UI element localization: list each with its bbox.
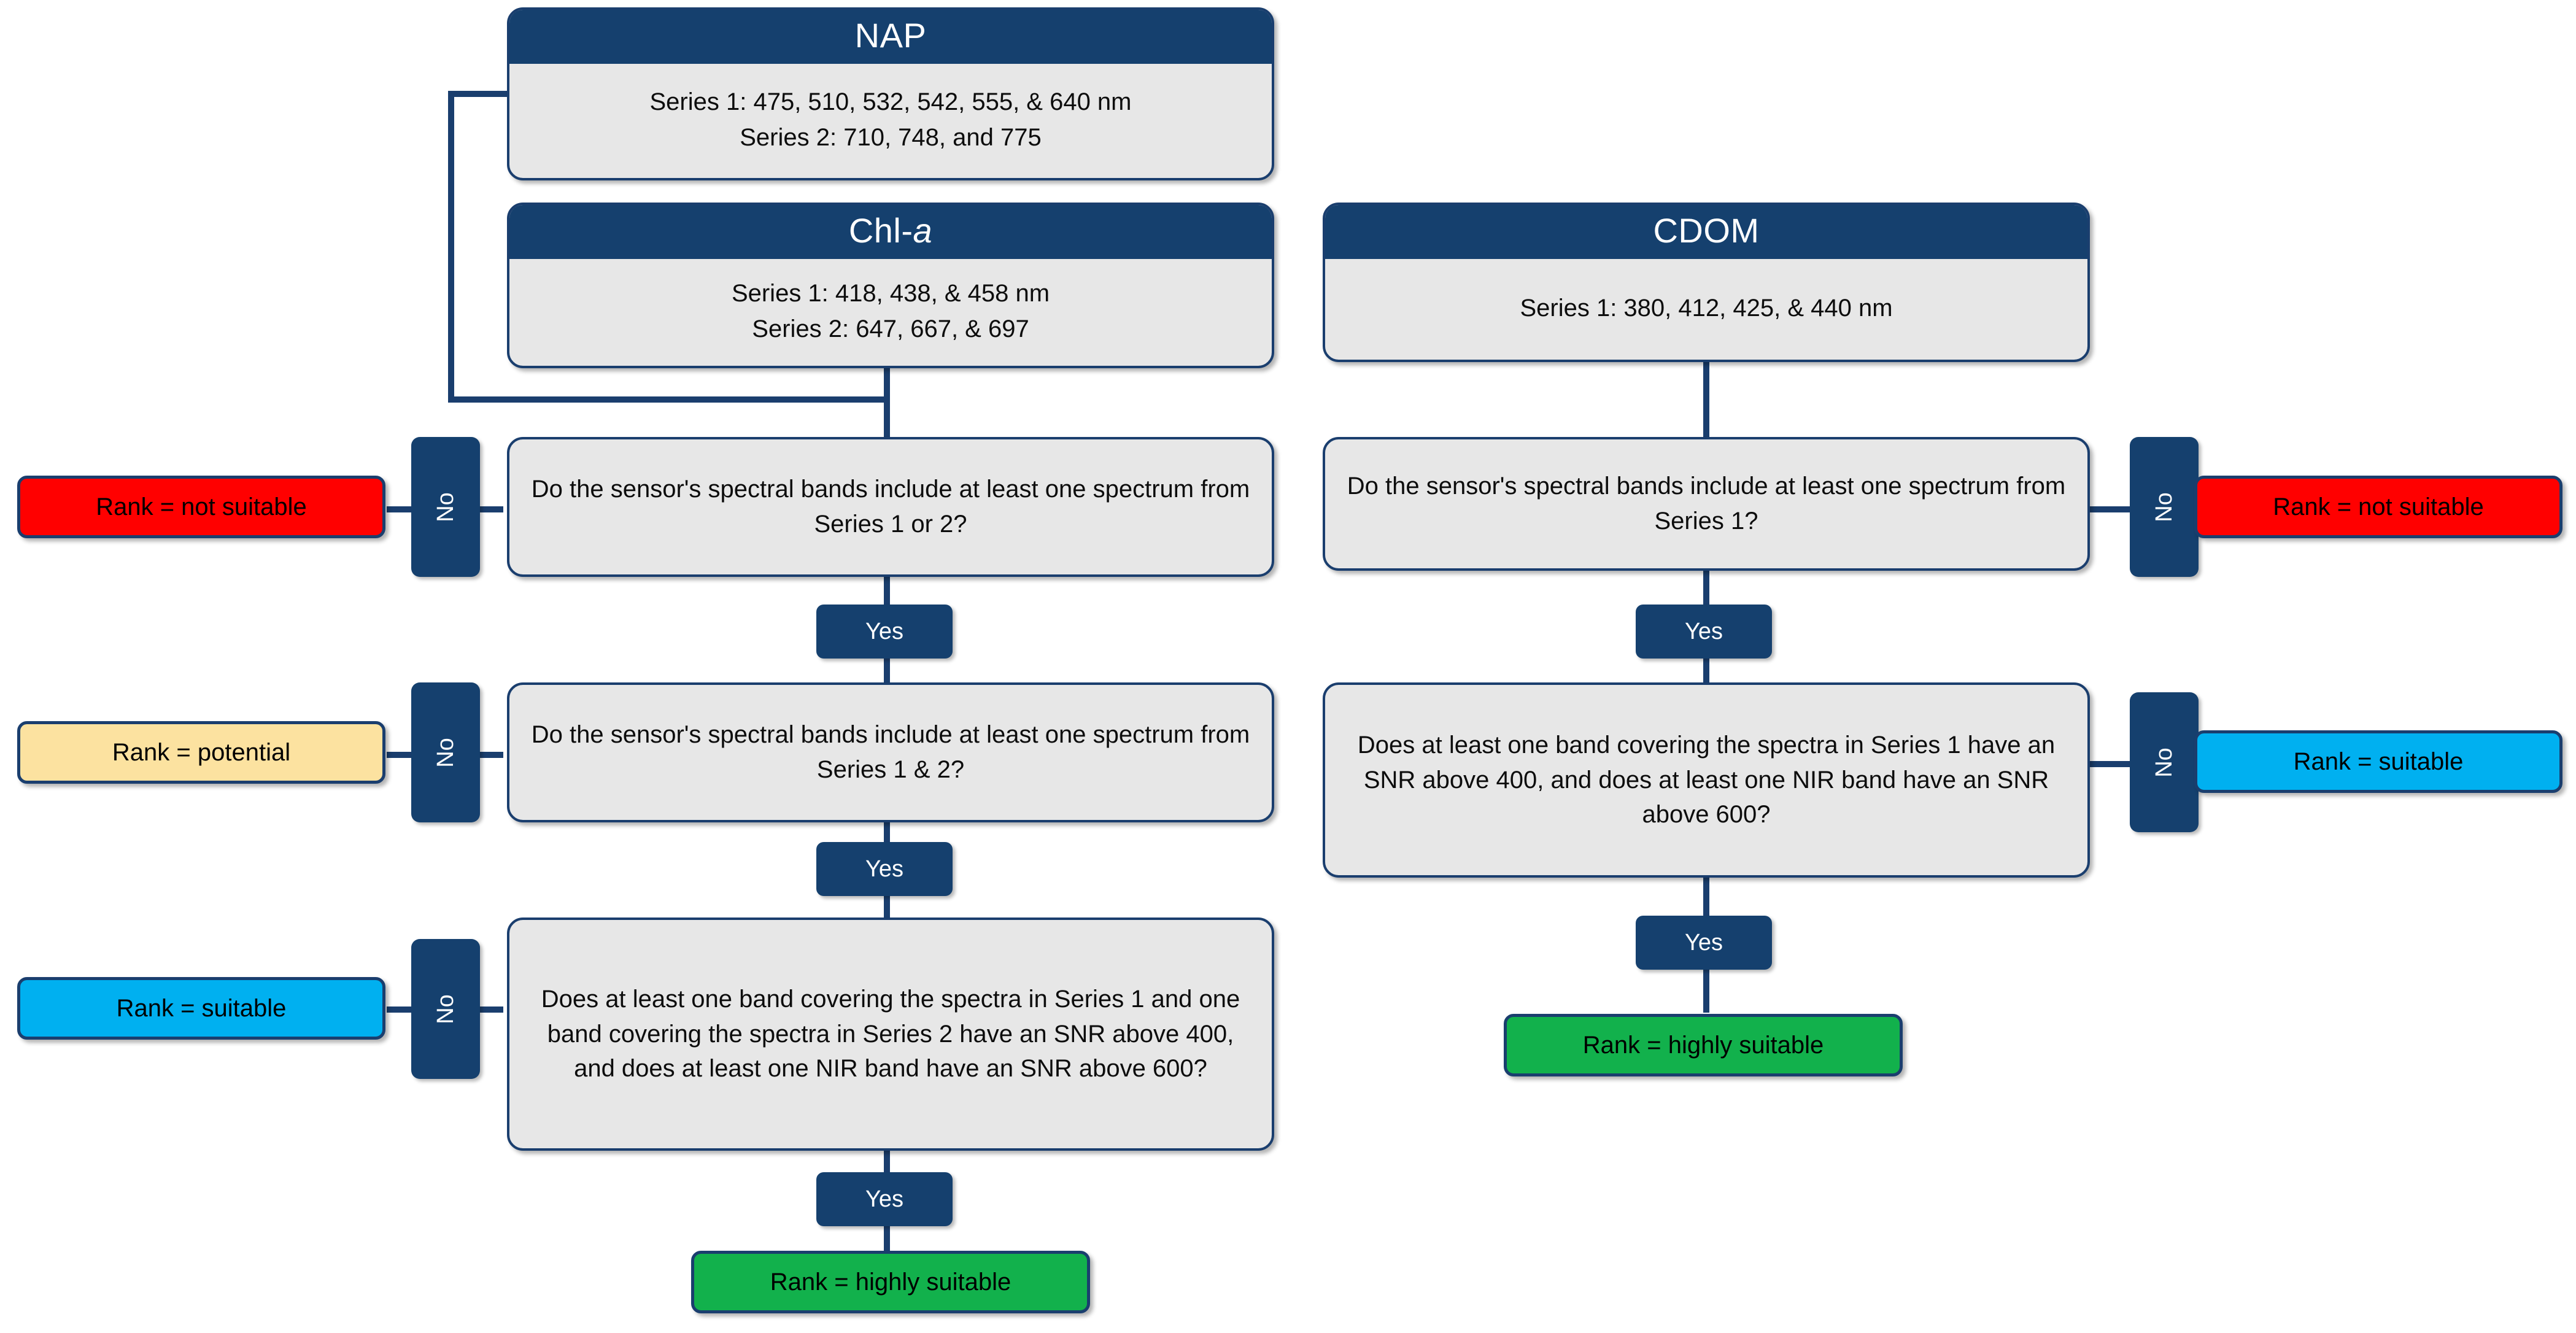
parameter-card-chla: Chl-a Series 1: 418, 438, & 458 nm Serie… (507, 203, 1274, 368)
parameter-title-chla-prefix: Chl- (848, 211, 913, 250)
parameter-body-chla: Series 1: 418, 438, & 458 nm Series 2: 6… (509, 259, 1272, 366)
edge-label-yes-rq1: Yes (1636, 605, 1772, 659)
decision-node-q1: Do the sensor's spectral bands include a… (507, 437, 1274, 577)
rank-node-suitable-right: Rank = suitable (2194, 730, 2562, 793)
parameter-card-cdom: CDOM Series 1: 380, 412, 425, & 440 nm (1323, 203, 2090, 362)
parameter-title-nap: NAP (509, 10, 1272, 64)
decision-node-rq2: Does at least one band covering the spec… (1323, 682, 2090, 878)
edge-label-yes-q2: Yes (816, 842, 953, 896)
edge-label-no-q3: No (411, 939, 480, 1079)
decision-node-q3: Does at least one band covering the spec… (507, 918, 1274, 1151)
decision-node-q2: Do the sensor's spectral bands include a… (507, 682, 1274, 822)
connector-nap-to-trunk (448, 396, 890, 403)
edge-label-no-q2: No (411, 682, 480, 822)
parameter-series-line: Series 2: 710, 748, and 775 (740, 124, 1042, 151)
rank-node-not-suitable-left: Rank = not suitable (17, 476, 385, 538)
parameter-series-line: Series 2: 647, 667, & 697 (752, 315, 1029, 342)
connector-cdom-to-rq1 (1703, 360, 1709, 446)
parameter-title-chla-italic: a (913, 211, 933, 250)
parameter-title-cdom: CDOM (1325, 205, 2087, 259)
parameter-series-line: Series 1: 418, 438, & 458 nm (731, 280, 1050, 307)
edge-label-yes-q3: Yes (816, 1172, 953, 1226)
rank-node-not-suitable-right: Rank = not suitable (2194, 476, 2562, 538)
parameter-series-line: Series 1: 380, 412, 425, & 440 nm (1520, 295, 1893, 322)
edge-label-no-q1: No (411, 437, 480, 577)
parameter-card-nap: NAP Series 1: 475, 510, 532, 542, 555, &… (507, 7, 1274, 180)
connector-trunk-to-q1 (884, 396, 890, 446)
edge-label-yes-q1: Yes (816, 605, 953, 659)
parameter-title-chla: Chl-a (509, 205, 1272, 259)
edge-label-no-rq2: No (2130, 692, 2199, 832)
rank-node-highly-suitable-right: Rank = highly suitable (1504, 1014, 1903, 1076)
connector-nap-left-stub (448, 91, 509, 97)
rank-node-suitable-left: Rank = suitable (17, 977, 385, 1040)
parameter-body-nap: Series 1: 475, 510, 532, 542, 555, & 640… (509, 64, 1272, 178)
rank-node-highly-suitable-left: Rank = highly suitable (691, 1251, 1090, 1313)
parameter-series-line: Series 1: 475, 510, 532, 542, 555, & 640… (649, 88, 1132, 115)
connector-nap-vertical (448, 91, 454, 403)
parameter-body-cdom: Series 1: 380, 412, 425, & 440 nm (1325, 259, 2087, 360)
decision-node-rq1: Do the sensor's spectral bands include a… (1323, 437, 2090, 571)
edge-label-yes-rq2: Yes (1636, 916, 1772, 970)
rank-node-potential: Rank = potential (17, 721, 385, 784)
edge-label-no-rq1: No (2130, 437, 2199, 577)
